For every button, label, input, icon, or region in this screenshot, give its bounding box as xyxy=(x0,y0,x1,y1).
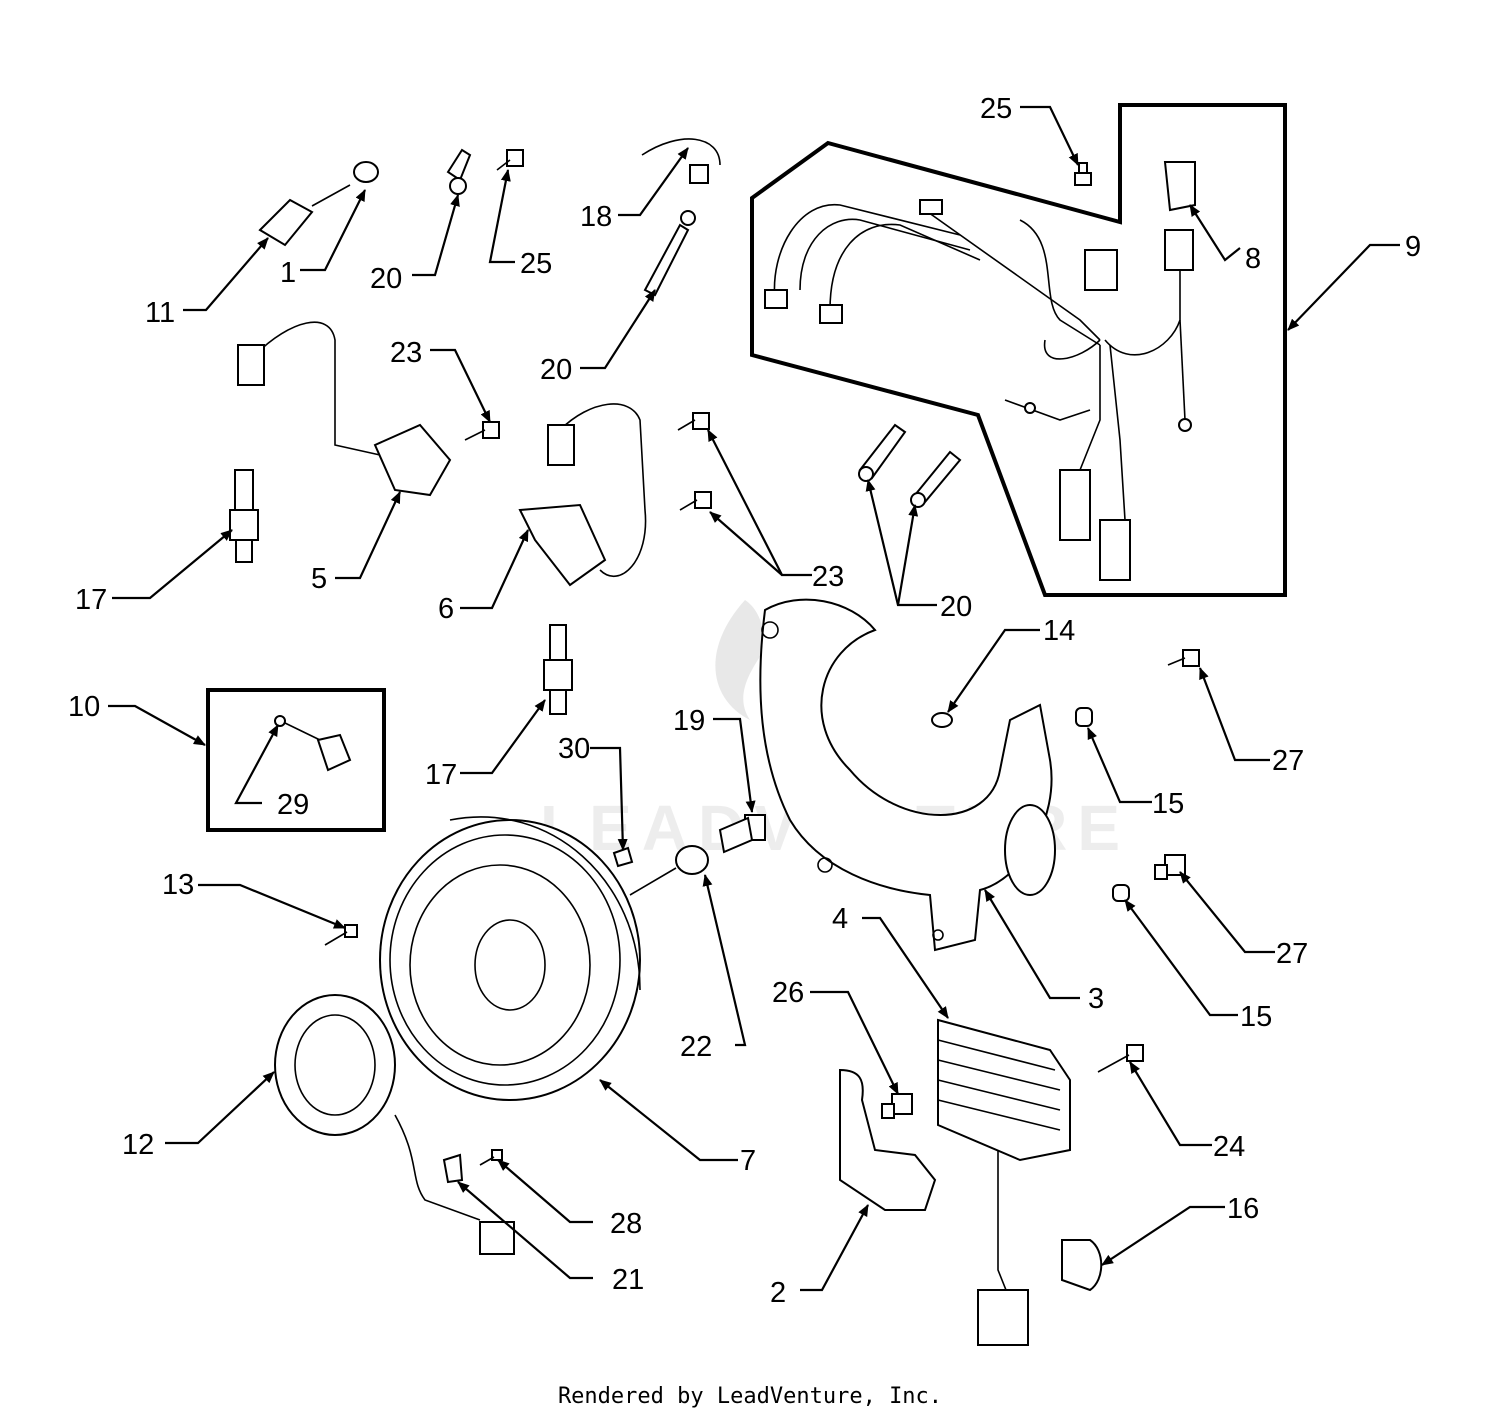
callout-1: 1 xyxy=(280,257,296,289)
wiring-harness xyxy=(764,199,1194,581)
callout-10: 10 xyxy=(68,691,100,723)
callout-17a: 17 xyxy=(75,584,107,616)
callout-22: 22 xyxy=(680,1031,712,1063)
leader-lines xyxy=(108,105,1400,1292)
callout-20b: 20 xyxy=(540,354,572,386)
callout-30: 30 xyxy=(558,733,590,765)
clamp-16 xyxy=(1061,1239,1103,1292)
callout-17b: 17 xyxy=(425,759,457,791)
callout-9: 9 xyxy=(1405,231,1421,263)
terminal-part xyxy=(446,148,472,182)
washer-part xyxy=(353,161,379,183)
callout-28: 28 xyxy=(610,1208,642,1240)
blower-housing xyxy=(759,598,1056,952)
sensor-kit-box xyxy=(206,688,386,832)
callout-27b: 27 xyxy=(1276,938,1308,970)
callout-23a: 23 xyxy=(390,337,422,369)
callout-8: 8 xyxy=(1245,243,1261,275)
bolt-27a xyxy=(1167,649,1200,667)
callout-15a: 15 xyxy=(1152,788,1184,820)
voltage-regulator xyxy=(937,1018,1071,1346)
callout-18: 18 xyxy=(580,201,612,233)
callout-7: 7 xyxy=(740,1145,756,1177)
callout-24: 24 xyxy=(1213,1131,1245,1163)
callout-3: 3 xyxy=(1088,983,1104,1015)
bracket xyxy=(839,1068,937,1211)
callout-27a: 27 xyxy=(1272,745,1304,777)
washer-22 xyxy=(675,845,709,875)
harness-kit-box xyxy=(750,103,1287,597)
footer-credit: Rendered by LeadVenture, Inc. xyxy=(557,1384,943,1409)
callout-13: 13 xyxy=(162,869,194,901)
bolt-23b xyxy=(677,412,710,431)
callout-6: 6 xyxy=(438,593,454,625)
callout-15b: 15 xyxy=(1240,1001,1272,1033)
bolt-small xyxy=(496,149,524,171)
nut-15a xyxy=(1075,707,1093,727)
callout-2: 2 xyxy=(770,1277,786,1309)
flywheel xyxy=(379,816,641,1101)
callout-14: 14 xyxy=(1043,615,1075,647)
ignition-coil-left xyxy=(237,321,452,497)
callout-labels: 1 2 3 4 5 6 7 8 9 10 11 12 13 14 15 15 1… xyxy=(68,93,1421,1309)
callout-16: 16 xyxy=(1227,1193,1259,1225)
callout-29: 29 xyxy=(277,789,309,821)
pressure-sensor xyxy=(258,184,351,247)
callout-20c: 20 xyxy=(940,591,972,623)
bolt-23a xyxy=(464,421,500,441)
nut-15b xyxy=(1112,884,1130,902)
terminals-right xyxy=(858,423,962,508)
callout-23b: 23 xyxy=(812,561,844,593)
callout-25a: 25 xyxy=(980,93,1012,125)
ignition-coil-right xyxy=(518,403,647,587)
grommet-part xyxy=(931,712,953,728)
oil-sensor xyxy=(274,715,352,772)
bolt-19 xyxy=(718,814,766,854)
stator xyxy=(274,994,515,1255)
screw-13 xyxy=(324,924,358,946)
bolt-23c xyxy=(679,491,712,511)
callout-26: 26 xyxy=(772,977,804,1009)
screw-24 xyxy=(1097,1044,1144,1073)
callout-11: 11 xyxy=(145,297,175,329)
terminal-mid xyxy=(643,223,690,297)
callout-25b: 25 xyxy=(520,248,552,280)
callout-20a: 20 xyxy=(370,263,402,295)
spark-plug-left xyxy=(229,469,259,563)
callout-21: 21 xyxy=(612,1264,644,1296)
strap-part xyxy=(641,138,721,166)
callout-5: 5 xyxy=(311,563,327,595)
callout-12: 12 xyxy=(122,1129,154,1161)
callout-4: 4 xyxy=(832,903,848,935)
spark-plug-center xyxy=(543,624,573,715)
connector-part xyxy=(1163,161,1196,212)
screw-28 xyxy=(479,1149,503,1166)
callout-19: 19 xyxy=(673,705,705,737)
bolt-27b xyxy=(1154,854,1186,880)
bolt-26 xyxy=(881,1093,913,1119)
bolt-top xyxy=(1074,162,1092,186)
clip-21 xyxy=(442,1153,464,1184)
